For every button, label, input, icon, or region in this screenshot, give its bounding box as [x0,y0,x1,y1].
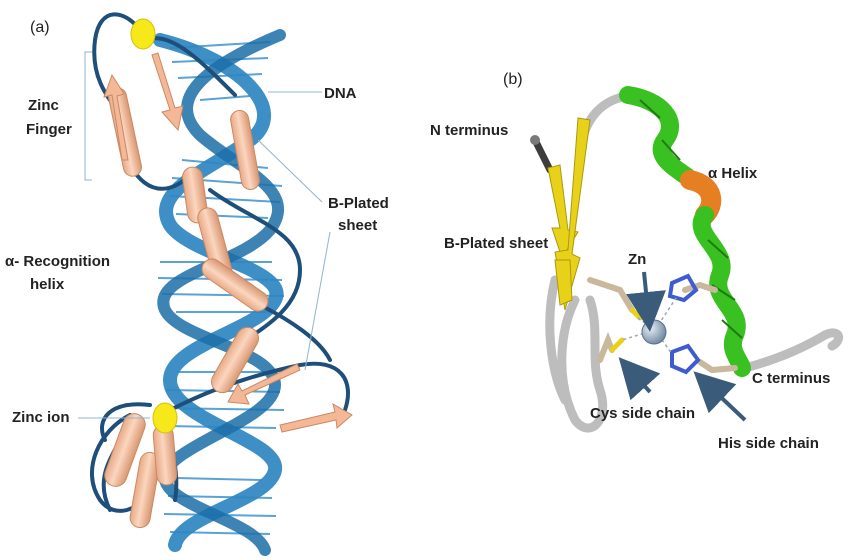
panel-a-tag: (a) [30,19,50,36]
n-terminus-stub [531,136,554,174]
zn-label: Zn [628,251,646,268]
panel-b-tag: (b) [503,71,523,88]
cys-side-chain-label: Cys side chain [590,405,695,422]
helix-cylinder [201,258,269,312]
zinc-ion-label: Zinc ion [12,409,70,426]
zinc-finger-bracket [84,51,92,181]
panel-a: (a) [5,12,389,556]
cys-pointer-arrow [618,357,661,401]
beta-arrow [151,52,184,132]
zn-pointer-arrow [626,271,666,332]
n-terminus-label: N terminus [430,122,508,139]
b-plated-sheet-label: B-Plated sheet [444,235,548,252]
his-pointer-arrow [693,371,747,422]
recognition-helix-label-1: α- Recognition [5,253,110,270]
his-side-chains [667,273,738,375]
zinc-ion-bottom [152,402,178,434]
zinc-finger-label-1: Zinc [28,97,59,114]
alpha-helix-ribbon [619,86,751,377]
helix-cylinder [129,451,161,529]
his-side-chain-label: His side chain [718,435,819,452]
c-terminus-label: C terminus [752,370,830,387]
pointer-arrows [618,271,747,422]
beta-arrow [279,402,353,433]
panel-b: (b) [430,71,844,452]
zn-sphere [641,319,667,345]
beta-arrow [103,73,129,161]
helix-cylinder [104,413,146,487]
n-terminus-bead [530,135,540,145]
alpha-helix-label: α Helix [708,165,758,182]
beta-arrow [227,363,301,405]
b-plated-label-1: B-Plated [328,195,389,212]
helix-cylinder [230,109,260,191]
recognition-helix-label-2: helix [30,276,65,293]
b-plated-label-2: sheet [338,217,377,234]
helix-cylinder [211,326,259,394]
b-plated-leader-line-1 [257,139,323,203]
beta-sheet-arrows [103,52,353,433]
beta-sheet-ribbons [547,117,591,311]
zinc-finger-label-2: Finger [26,121,72,138]
b-plated-leader-line-2 [304,231,331,371]
dna-label: DNA [324,85,357,102]
zinc-ion-top [130,18,156,50]
